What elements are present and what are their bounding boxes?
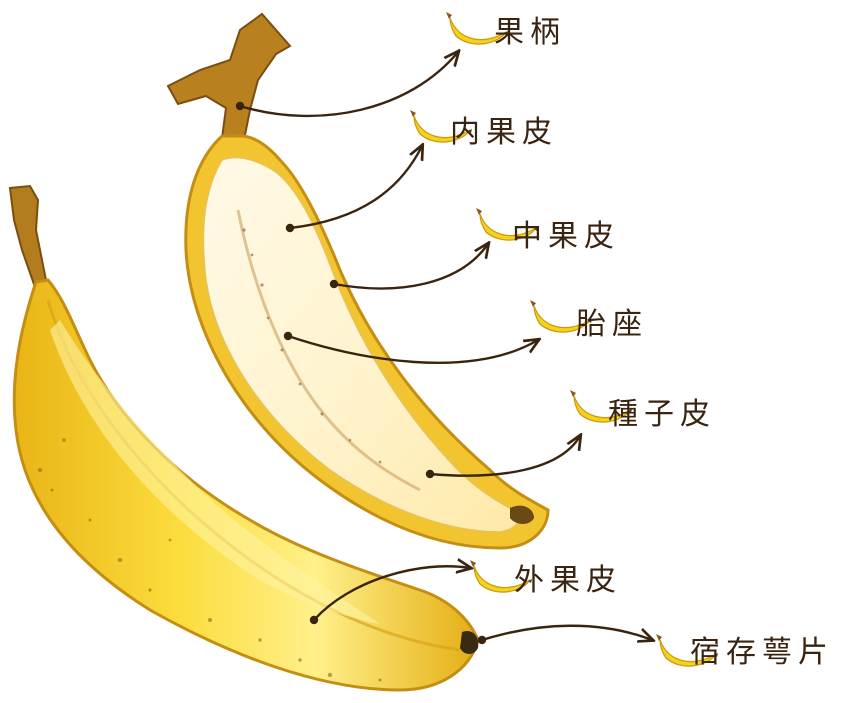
label-exocarp: 外果皮 (470, 560, 622, 598)
label-persistent-sepal-text: 宿存萼片 (690, 635, 834, 670)
label-seed-coat-text: 種子皮 (608, 397, 716, 432)
label-endocarp: 内果皮 (410, 110, 558, 150)
label-endocarp-text: 内果皮 (450, 115, 558, 150)
pointer-mesocarp (331, 244, 488, 288)
cut-banana-stalk (168, 14, 290, 140)
label-persistent-sepal: 宿存萼片 (656, 634, 834, 670)
label-placenta-text: 胎座 (576, 307, 648, 342)
label-seed-coat: 種子皮 (570, 390, 716, 432)
label-placenta: 胎座 (530, 300, 648, 342)
label-stalk-text: 果柄 (494, 15, 566, 50)
whole-banana-stem (10, 186, 46, 290)
pointer-persistent-sepal (479, 626, 652, 643)
label-mesocarp: 中果皮 (476, 208, 620, 254)
label-exocarp-text: 外果皮 (514, 563, 622, 598)
label-mesocarp-text: 中果皮 (512, 219, 620, 254)
label-stalk: 果柄 (446, 12, 566, 50)
cut-banana (168, 14, 548, 548)
